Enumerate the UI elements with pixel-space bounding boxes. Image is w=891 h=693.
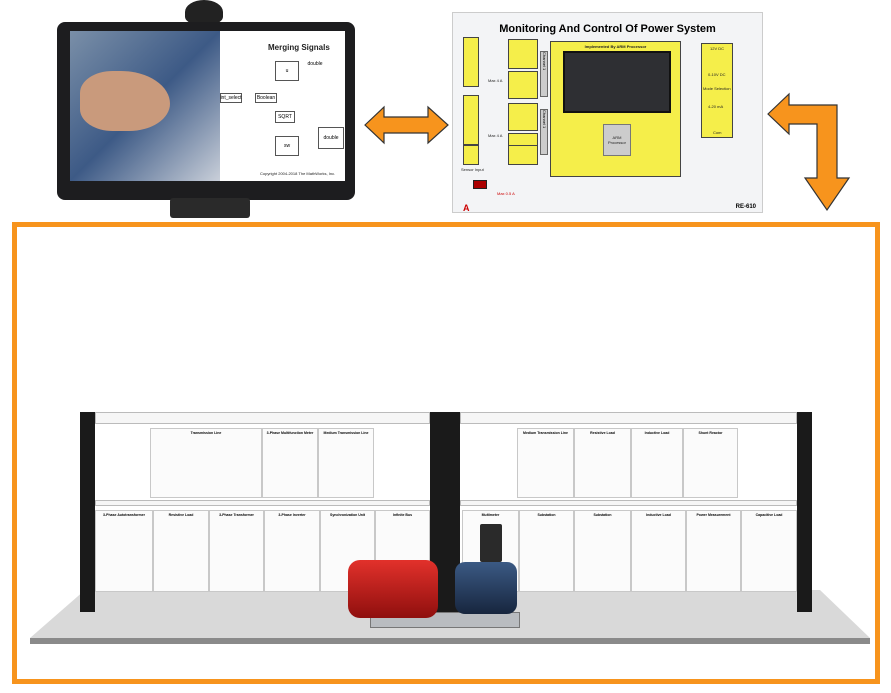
channel1-inputs (463, 37, 479, 87)
convert-block: Boolean (255, 93, 277, 103)
bent-arrow-icon (767, 92, 851, 212)
voltage-isolator-2 (508, 103, 538, 131)
module-medium-line: Medium Transmission Line (318, 428, 374, 498)
module-title: Inductive Load (644, 431, 670, 435)
bench-frame (12, 222, 880, 684)
multimeter-device (480, 524, 502, 562)
module-title: Shunt Reactor (698, 431, 723, 435)
module-title: Infinite Bus (392, 513, 413, 517)
input-block: int_select (220, 93, 242, 103)
channel2-inputs (463, 95, 479, 145)
scope-block: double (318, 127, 344, 149)
lab-photo (70, 31, 220, 181)
model-number: RE-610 (735, 204, 756, 210)
module-inductive-load: Inductive Load (631, 428, 683, 498)
panel-title: Monitoring And Control Of Power System (499, 23, 716, 35)
module-substation-2: Substation (574, 510, 631, 592)
module-inverter: 3-Phase Inverter (264, 510, 320, 592)
module-autotransformer: 3-Phase Autotransformer (95, 510, 153, 592)
switch-block-2: sw (275, 136, 299, 156)
simulink-title: Merging Signals (268, 43, 330, 52)
switch-block: u (275, 61, 299, 81)
monitoring-panel: Monitoring And Control Of Power System S… (452, 12, 763, 213)
max4a-label-1: Max 4 A (488, 78, 503, 83)
copyright: Copyright 2004-2018 The MathWorks, Inc. (260, 171, 336, 176)
lcd-display (563, 51, 671, 113)
arm-section: Implemented By ARM Processor ARM Process… (550, 41, 681, 177)
optocoupler (508, 145, 538, 165)
top-rail-left (95, 412, 430, 424)
12v-label: 12V DC (710, 46, 725, 51)
module-title: Synchronization Unit (330, 513, 365, 517)
module-capacitive-load: Capacitive Load (741, 510, 797, 592)
monitor-screen: Merging Signals u Boolean SQRT sw int_se… (70, 31, 345, 181)
module-title: 3-Phase Multifunction Meter (266, 431, 314, 435)
bench-post-left (80, 412, 95, 612)
module-title: Inductive Load (646, 513, 671, 517)
module-power-measurement: Power Measurement (686, 510, 741, 592)
module-inductive-load-b: Inductive Load (631, 510, 686, 592)
signal-label: double (306, 59, 324, 69)
red-generator (348, 560, 438, 618)
module-medium-line-2: Medium Transmission Line (517, 428, 574, 498)
module-title: Substation (537, 513, 556, 517)
arm-processor: ARM Processor (603, 124, 631, 156)
middle-rail-right (460, 500, 797, 506)
module-title: 3-Phase Transformer (219, 513, 254, 517)
brand-logo: A (463, 203, 470, 213)
fuse-label: Max 0.5 A (497, 191, 515, 196)
module-resistive-load: Resistive Load (574, 428, 631, 498)
arm-label: Implemented By ARM Processor (584, 44, 647, 49)
bench-post-right (797, 412, 812, 612)
max4a-label-2: Max 4 A (488, 133, 503, 138)
top-rail-right (460, 412, 797, 424)
webcam (185, 0, 223, 24)
output-section: 12V DC 0-10V DC Mode Selection 4-20 mA C… (701, 43, 733, 138)
module-title: Medium Transmission Line (523, 431, 568, 435)
module-title: Medium Transmission Line (323, 431, 369, 435)
module-title: Transmission Line (190, 431, 222, 435)
blue-motor (455, 562, 517, 614)
channel2-label: Channel 1 (540, 109, 548, 155)
module-title: Power Measurement (696, 513, 731, 517)
channel1-label: Channel 1 (540, 51, 548, 97)
module-multifunction-meter: 3-Phase Multifunction Meter (262, 428, 318, 498)
voltage-isolator-1 (508, 39, 538, 69)
module-transmission-line: Transmission Line (150, 428, 262, 498)
hand-image (80, 71, 170, 131)
module-resistive-load-b: Resistive Load (153, 510, 209, 592)
4-20ma-label: 4-20 mA (708, 104, 724, 109)
power-switch[interactable] (473, 180, 487, 189)
sensor-input-box (463, 145, 479, 165)
monitor-stand (170, 198, 250, 218)
current-isolator-1 (508, 71, 538, 99)
com-label: Com (713, 130, 722, 135)
module-substation-1: Substation (519, 510, 574, 592)
module-transformer: 3-Phase Transformer (209, 510, 264, 592)
module-title: Capacitive Load (755, 513, 783, 517)
module-title: Resistive Load (168, 513, 194, 517)
bidirectional-arrow-icon (364, 105, 449, 145)
sensor-input-label: Sensor Input (461, 167, 484, 172)
module-title: 3-Phase Inverter (278, 513, 306, 517)
0-10v-label: 0-10V DC (708, 72, 726, 77)
module-shunt-reactor: Shunt Reactor (683, 428, 738, 498)
module-title: Multimeter (481, 513, 500, 517)
module-title: Resistive Load (590, 431, 615, 435)
module-title: 3-Phase Autotransformer (103, 513, 145, 517)
middle-rail-left (95, 500, 430, 506)
mode-selection-label: Mode Selection (703, 86, 731, 91)
sqrt-block: SQRT (275, 111, 295, 123)
module-title: Substation (593, 513, 612, 517)
